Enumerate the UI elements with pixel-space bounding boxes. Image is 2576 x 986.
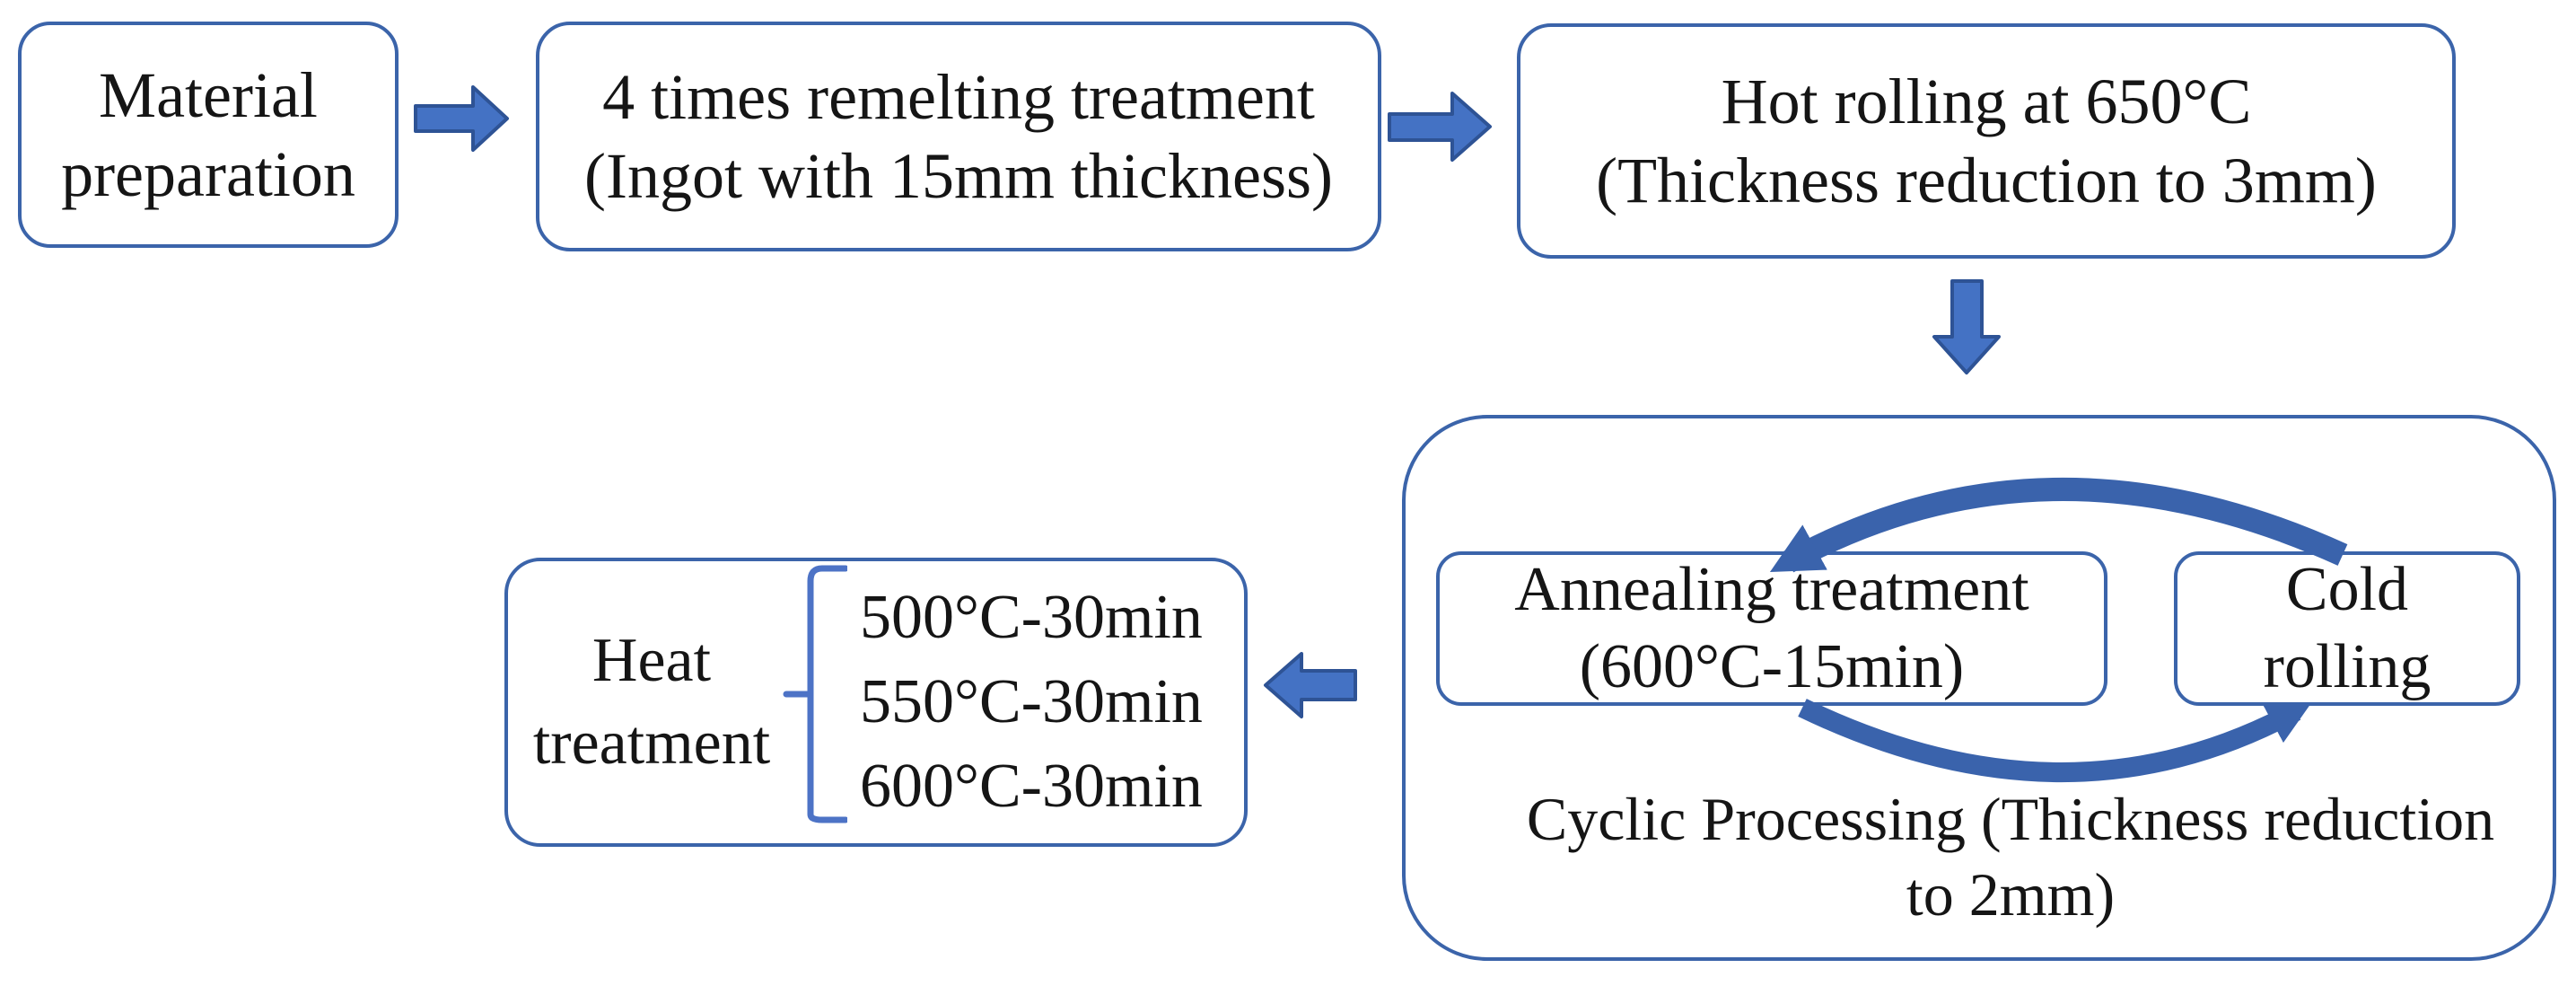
node-annealing-line1: Annealing treatment [1514, 555, 2029, 624]
heat-option-3: 600°C-30min [860, 752, 1203, 821]
node-annealing-treatment: Annealing treatment (600°C-15min) [1436, 551, 2107, 706]
node-hot-rolling-line2: (Thickness reduction to 3mm) [1596, 145, 2377, 216]
arrow-down-icon [1932, 279, 2002, 376]
node-hot-rolling: Hot rolling at 650°C (Thickness reductio… [1517, 23, 2456, 259]
heat-label-line2: treatment [532, 709, 771, 778]
heat-label-line1: Heat [591, 626, 712, 695]
heat-treatment-options: 500°C-30min 550°C-30min 600°C-30min [860, 561, 1203, 843]
node-heat-treatment: Heat treatment 500°C-30min 550°C-30min 6… [504, 558, 1248, 847]
heat-option-2: 550°C-30min [860, 667, 1203, 736]
cyclic-caption-line2: (Thickness reduction to 2mm) [1906, 785, 2495, 929]
node-cold-rolling-line2: rolling [2263, 632, 2431, 701]
node-material-line1: Material [99, 59, 318, 131]
node-cold-rolling: Cold rolling [2174, 551, 2520, 706]
node-hot-rolling-line1: Hot rolling at 650°C [1721, 66, 2252, 137]
node-material-preparation: Material preparation [18, 22, 399, 248]
node-cold-rolling-line1: Cold [2285, 555, 2409, 624]
node-remelting-line2: (Ingot with 15mm thickness) [584, 140, 1333, 212]
node-remelting-treatment: 4 times remelting treatment (Ingot with … [536, 22, 1381, 251]
heat-treatment-label: Heat treatment [508, 561, 795, 843]
arrow-left-icon [1262, 651, 1357, 719]
arrow-right-icon [1388, 90, 1494, 163]
node-material-line2: preparation [61, 138, 355, 210]
cyclic-caption-line1: Cyclic Processing [1526, 785, 1966, 853]
node-annealing-line2: (600°C-15min) [1579, 632, 1965, 701]
node-remelting-line1: 4 times remelting treatment [602, 61, 1315, 133]
cyclic-processing-caption: Cyclic Processing (Thickness reduction t… [1526, 781, 2495, 932]
arrow-right-icon [414, 84, 511, 154]
group-cyclic-processing [1402, 415, 2556, 961]
heat-option-1: 500°C-30min [860, 583, 1203, 652]
